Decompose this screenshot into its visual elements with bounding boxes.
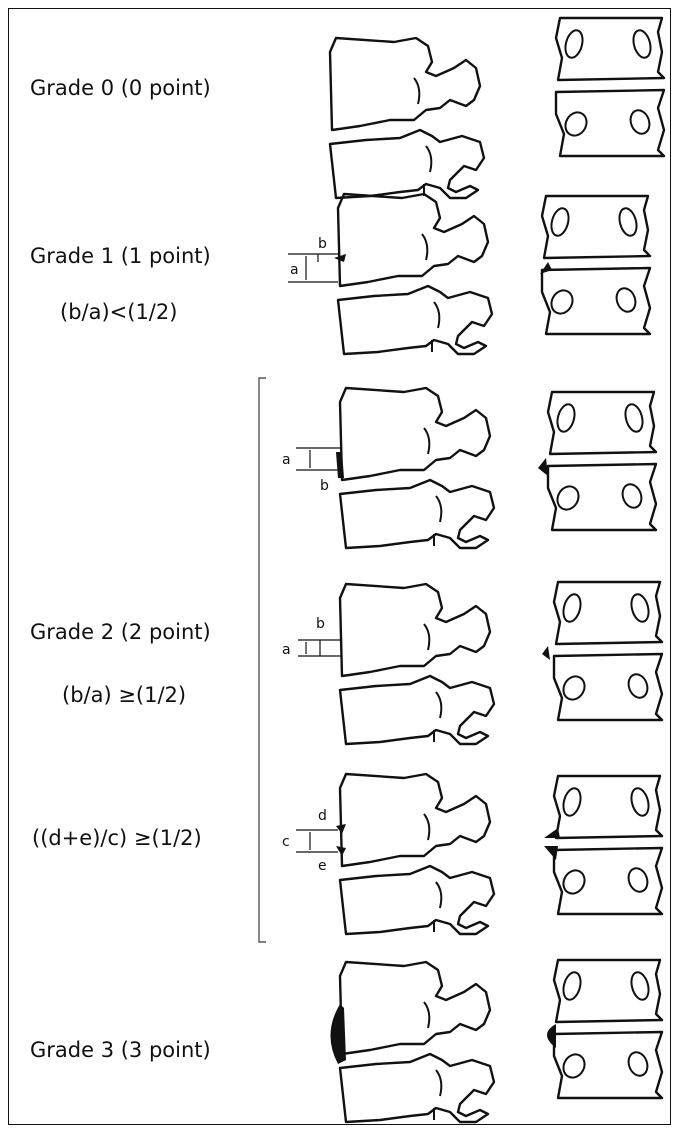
grade-1-osteophyte: [334, 254, 346, 262]
grade-0-title: Grade 0 (0 point): [30, 76, 211, 100]
grade-2c-label-d: d: [318, 808, 327, 824]
grade-2a-label-a: a: [282, 452, 291, 468]
grade-0-frontal-vertebrae: [554, 16, 666, 158]
grade-3-bridging-osteophyte: [330, 1004, 346, 1064]
grade-2b-frontal-osteophyte: [542, 646, 550, 660]
grade-2c-label-c: c: [282, 834, 290, 850]
grade-1-criterion: (b/a)<(1/2): [60, 300, 178, 324]
grade-2-criterion-1: (b/a) ≥(1/2): [62, 683, 187, 707]
grade-2b-lateral-vertebrae: [338, 582, 496, 746]
grade-0-lateral-vertebrae: [328, 36, 486, 200]
grade-2c-frontal-lower-osteophyte: [544, 846, 558, 860]
grade-2b-label-b: b: [316, 616, 325, 632]
grade-2c-frontal-vertebrae: [552, 774, 664, 916]
grade-2b-label-a: a: [282, 642, 291, 658]
grade-2-title: Grade 2 (2 point): [30, 620, 211, 644]
grade-1-label-b: b: [318, 236, 327, 252]
grade-3-frontal-vertebrae: [552, 958, 664, 1100]
grade-2c-frontal-upper-osteophyte: [544, 828, 560, 838]
figure-frame: [8, 8, 671, 1125]
grade-3-lateral-vertebrae: [338, 960, 496, 1124]
grade-1-title: Grade 1 (1 point): [30, 244, 211, 268]
grade-2-bracket: [258, 377, 266, 943]
grade-1-frontal-osteophyte: [540, 262, 552, 274]
grade-1-label-a: a: [290, 262, 299, 278]
grade-2a-lateral-vertebrae: [338, 386, 496, 550]
grade-2c-lateral-vertebrae: [338, 772, 496, 936]
grade-1-measure: [288, 253, 338, 283]
grade-2a-frontal-osteophyte: [538, 458, 548, 476]
grade-3-title: Grade 3 (3 point): [30, 1038, 211, 1062]
grade-2c-lower-osteophyte: [336, 846, 346, 856]
grade-2-criterion-2: ((d+e)/c) ≥(1/2): [32, 826, 202, 850]
grade-2a-label-b: b: [320, 478, 329, 494]
grade-2a-measure: [296, 447, 340, 471]
grade-2c-label-e: e: [318, 858, 327, 874]
grade-1-frontal-vertebrae: [540, 194, 652, 336]
grade-2c-upper-osteophyte: [336, 824, 346, 834]
grade-2b-measure: [298, 639, 342, 657]
grade-1-lateral-vertebrae: [336, 192, 494, 356]
grade-3-frontal-bridging-osteophyte: [547, 1024, 556, 1048]
grade-2b-frontal-vertebrae: [552, 580, 664, 722]
grade-2a-frontal-vertebrae: [546, 390, 658, 532]
grade-2c-measure: [296, 829, 338, 853]
grade-2a-osteophyte: [336, 452, 344, 478]
